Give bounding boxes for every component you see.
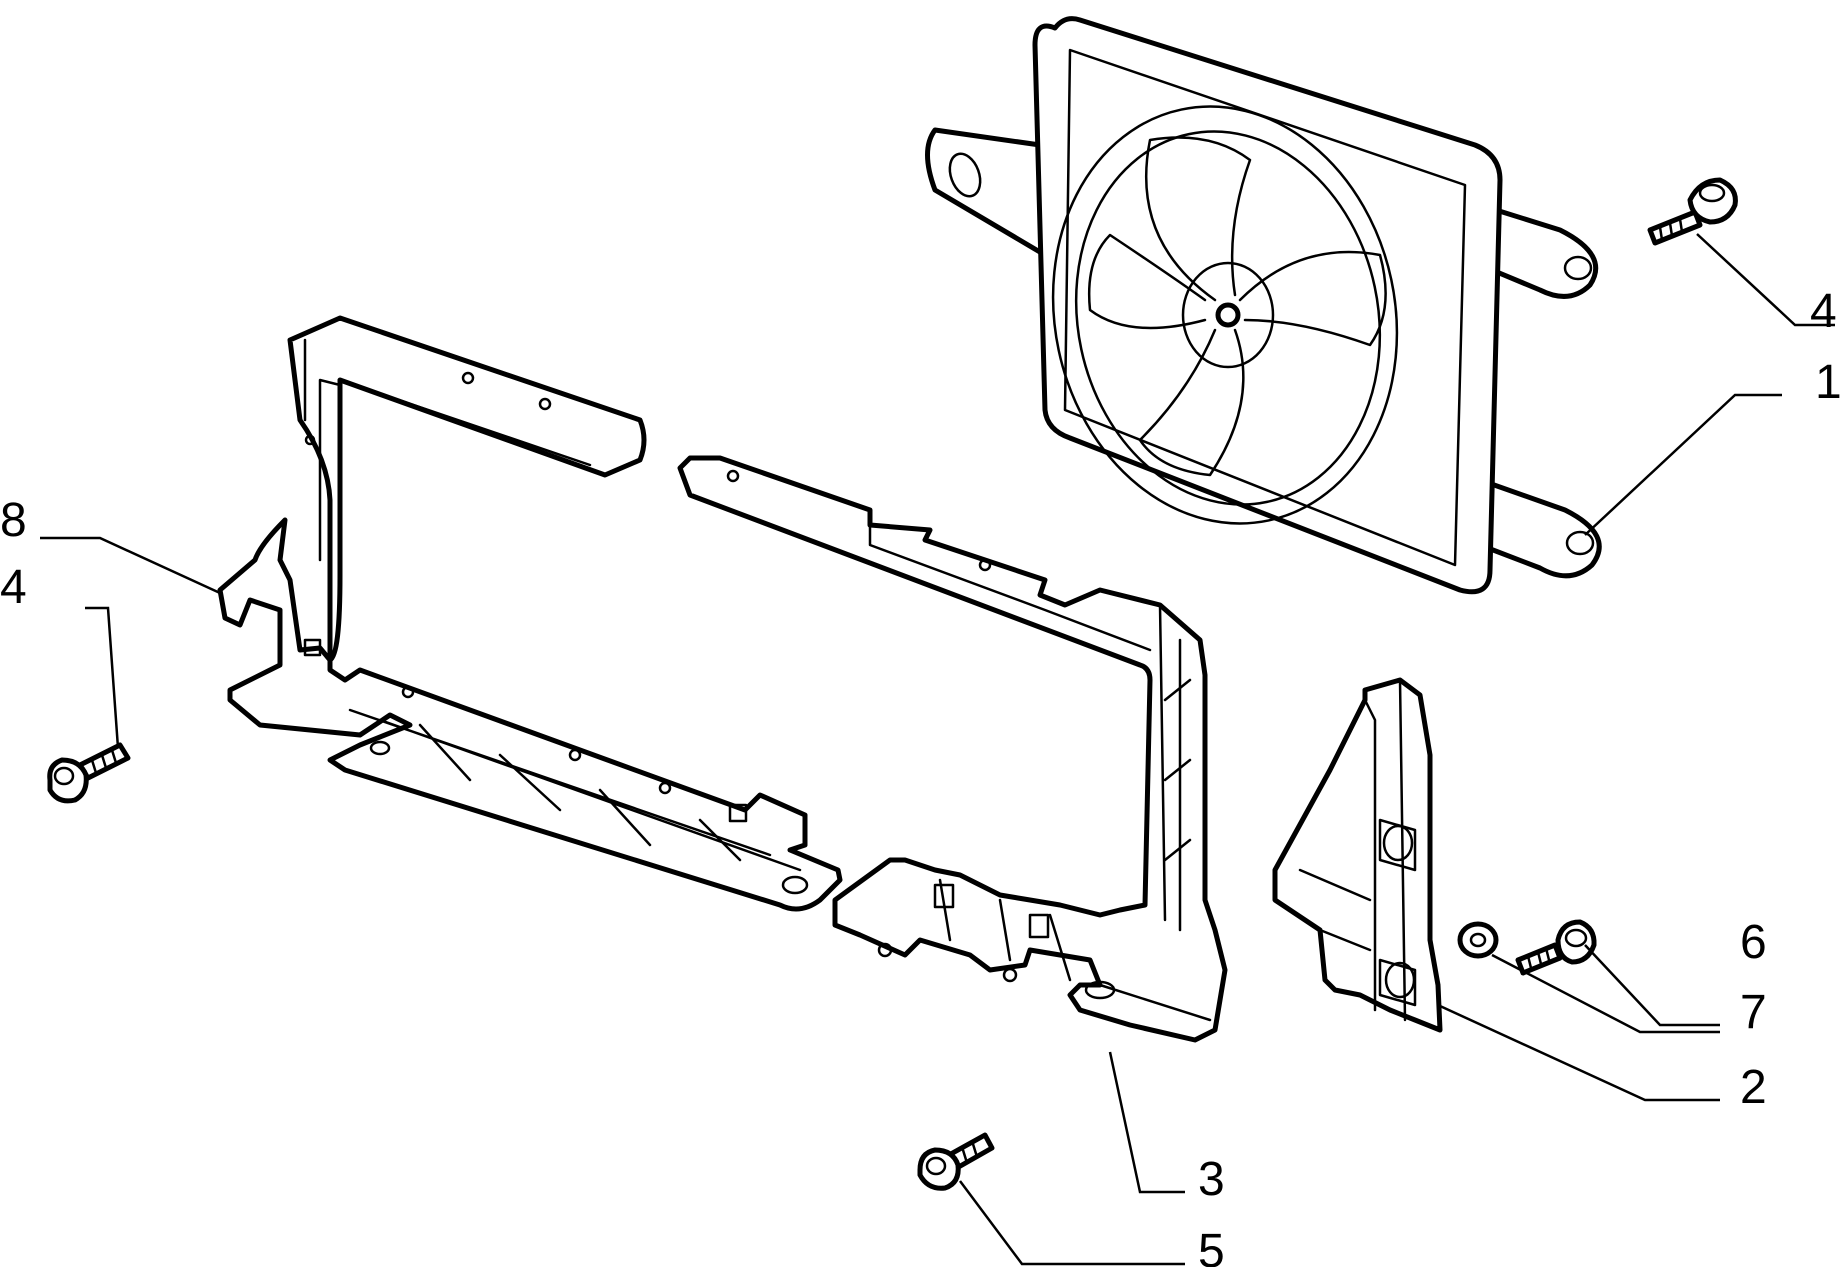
- callout-labels: 1 2 3 4 4 5 6 7 8: [0, 285, 1842, 1267]
- callout-1: 1: [1815, 356, 1842, 409]
- radiator-fan-assembly: [925, 16, 1602, 595]
- screw-left: [47, 742, 131, 804]
- screw-side-bracket: [1515, 919, 1597, 976]
- callout-2: 2: [1740, 1061, 1767, 1114]
- callout-5: 5: [1198, 1225, 1225, 1267]
- callout-6: 6: [1740, 916, 1767, 969]
- callout-3: 3: [1198, 1153, 1225, 1206]
- callout-4-left: 4: [0, 561, 27, 614]
- washer: [1457, 921, 1499, 959]
- callout-8: 8: [0, 494, 27, 547]
- side-support-bracket: [1272, 677, 1443, 1033]
- right-frame-support: [677, 455, 1228, 1043]
- leader-lines: [40, 233, 1835, 1266]
- callout-7: 7: [1740, 986, 1767, 1039]
- screw-top-right: [1647, 177, 1738, 246]
- callout-4-top-right: 4: [1810, 285, 1837, 338]
- left-frame-support: [217, 315, 843, 912]
- screw-bottom: [917, 1132, 995, 1191]
